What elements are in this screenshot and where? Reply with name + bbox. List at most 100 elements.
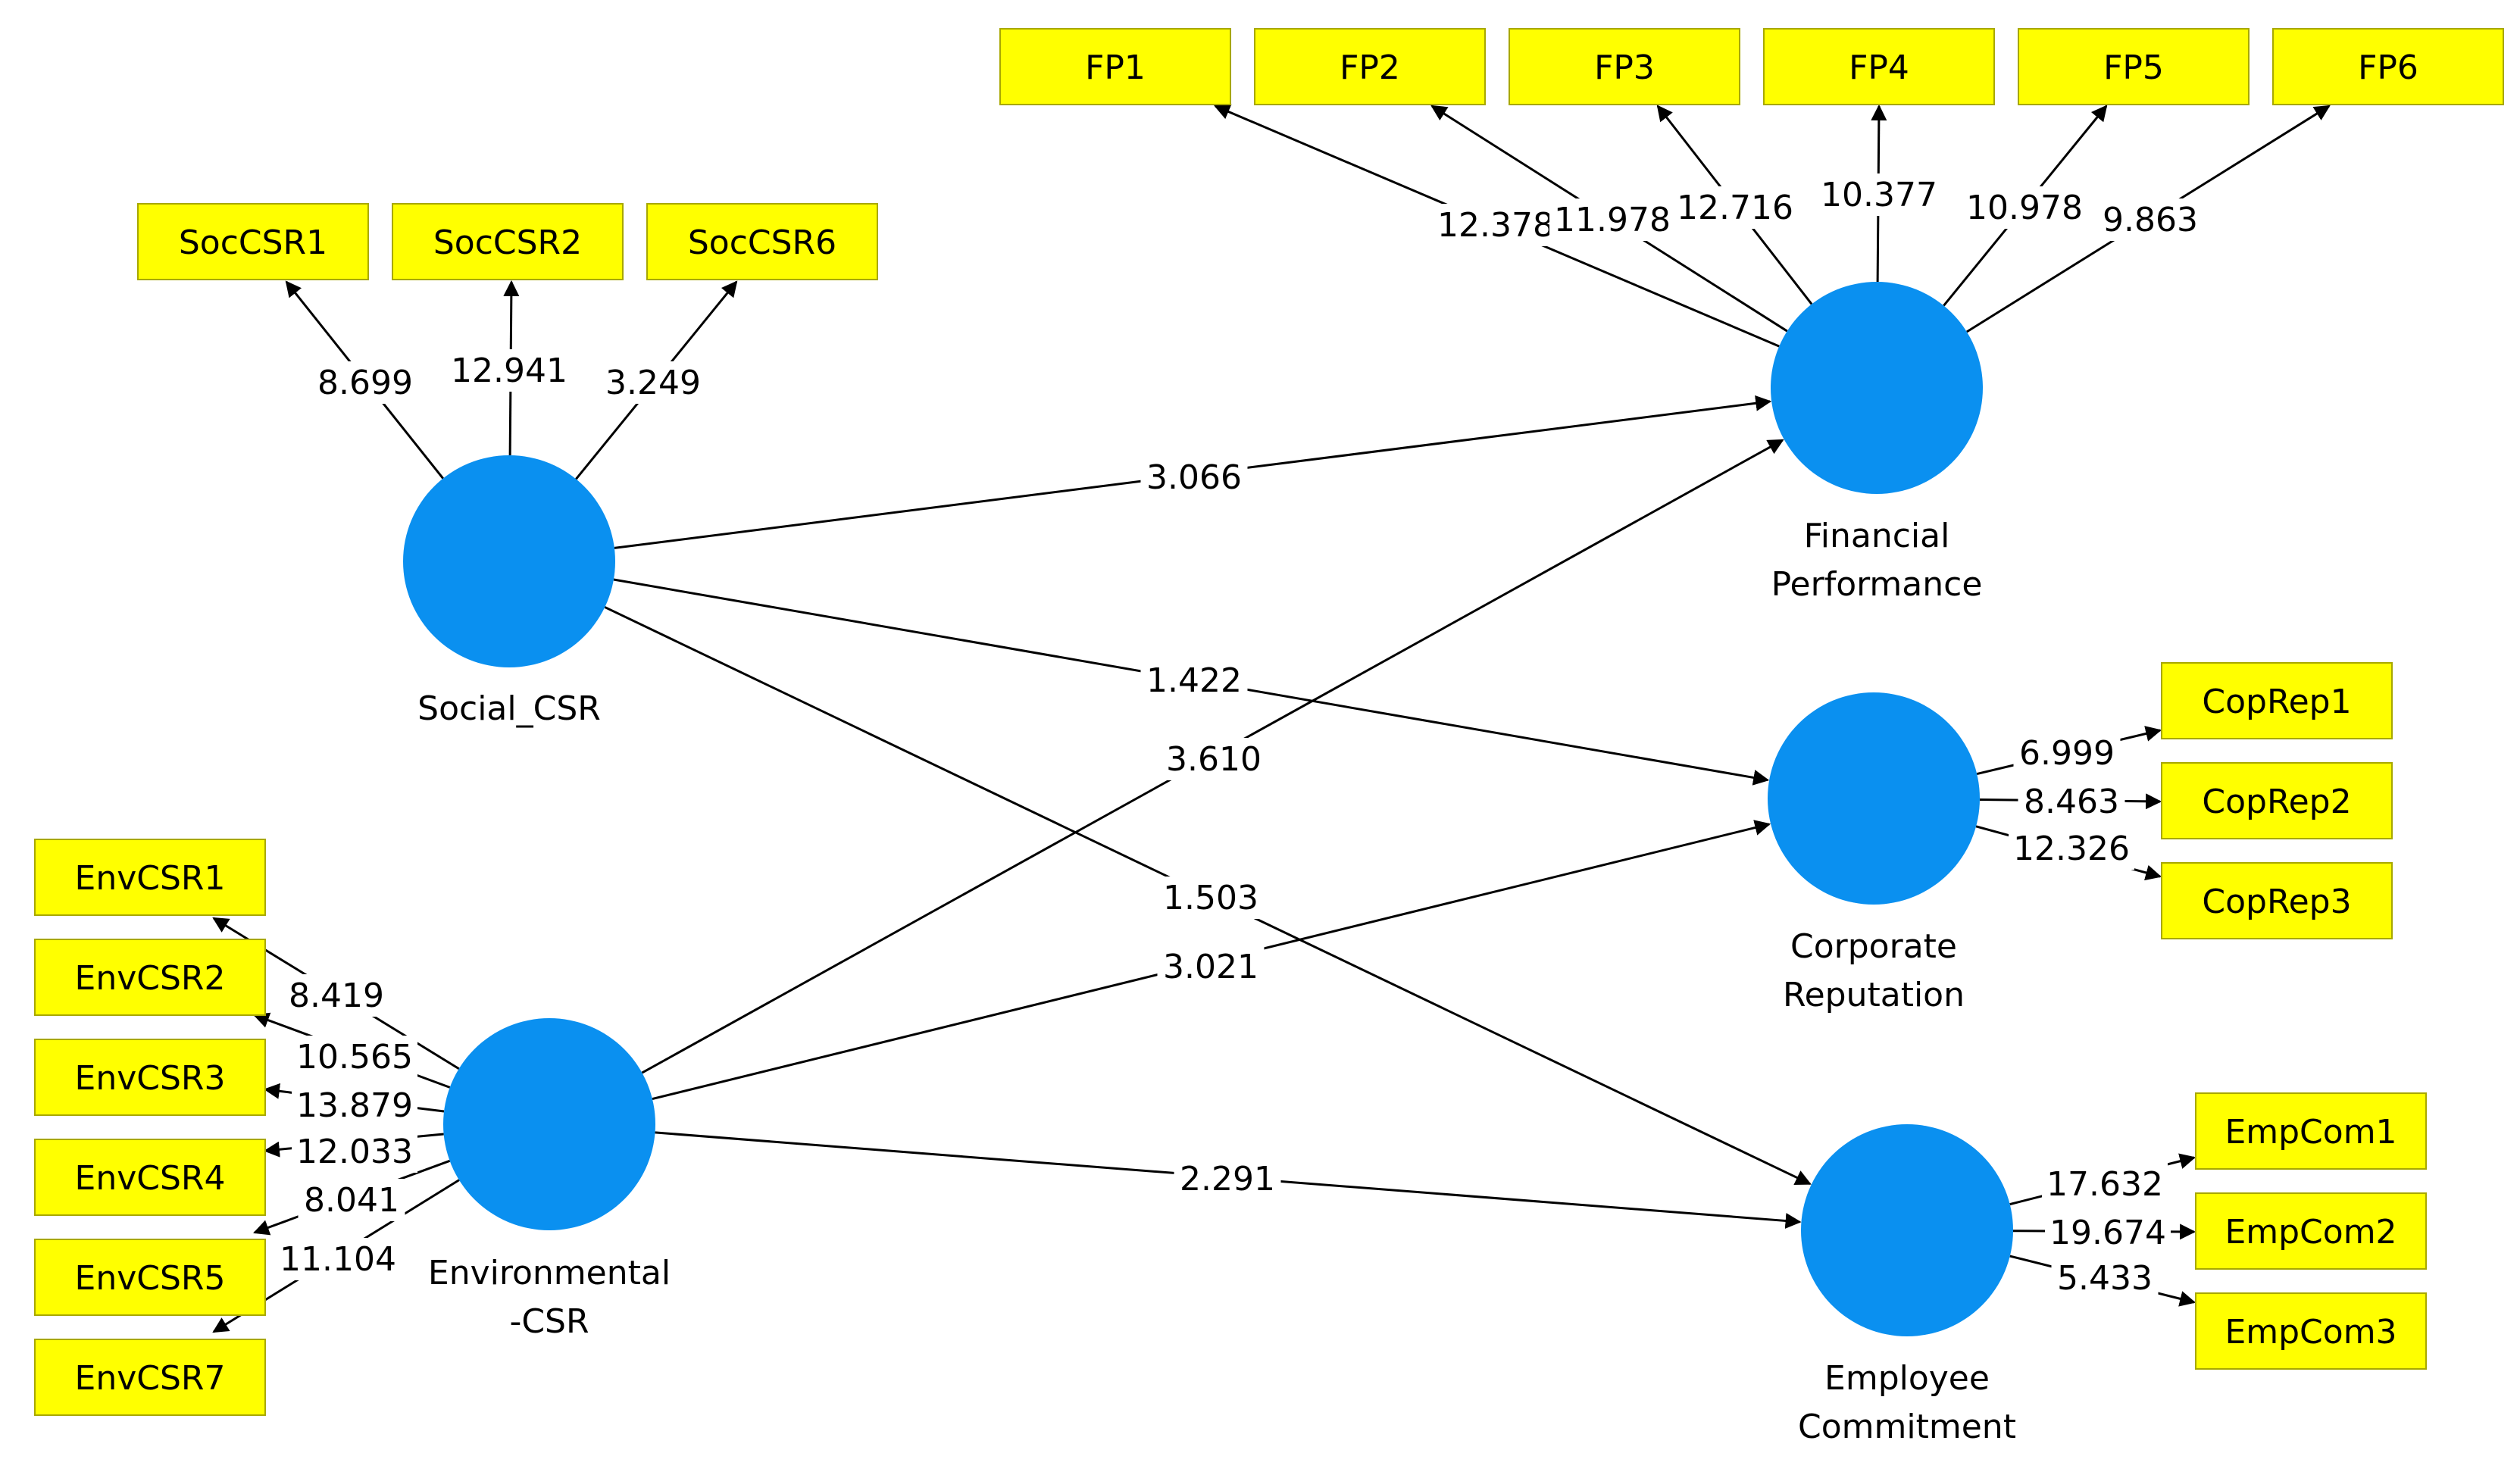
indicator-label: FP2 — [1340, 48, 1400, 87]
indicator-empcom2[interactable]: EmpCom2 — [2195, 1192, 2427, 1270]
indicator-box[interactable] — [1254, 28, 1486, 105]
indicator-box[interactable] — [2161, 862, 2393, 939]
indicator-box[interactable] — [999, 28, 1231, 105]
indicator-soccsr2[interactable]: SocCSR2 — [392, 203, 624, 280]
indicator-box[interactable] — [2195, 1292, 2427, 1370]
indicator-label: FP4 — [1849, 48, 1909, 87]
indicator-fp4[interactable]: FP4 — [1763, 28, 1995, 105]
loading-coef-fp5: 10.978 — [1962, 186, 2087, 229]
loading-coef-envcsr2-bg — [292, 1036, 417, 1078]
loading-coef-empcom1-bg — [2042, 1163, 2168, 1205]
loading-coef-soccsr2-bg — [446, 349, 572, 392]
loading-coef-envcsr7-text: 11.104 — [280, 1240, 396, 1279]
loading-coef-fp1-text: 12.378 — [1437, 206, 1554, 245]
indicator-fp5[interactable]: FP5 — [2018, 28, 2250, 105]
loading-coef-soccsr1-text: 8.699 — [317, 364, 413, 402]
loading-coef-envcsr5-text: 8.041 — [304, 1181, 399, 1220]
construct-circle[interactable] — [443, 1018, 655, 1230]
indicator-envcsr5[interactable]: EnvCSR5 — [34, 1239, 266, 1316]
indicator-label: FP6 — [2358, 48, 2418, 87]
construct-social[interactable]: Social_CSR — [403, 455, 615, 728]
path-coef-social-fin-bg — [1140, 456, 1248, 498]
indicator-box[interactable] — [2161, 762, 2393, 839]
loading-coef-fp3: 12.716 — [1672, 186, 1798, 229]
indicator-envcsr2[interactable]: EnvCSR2 — [34, 939, 266, 1016]
indicator-box[interactable] — [2195, 1192, 2427, 1270]
indicator-box[interactable] — [1509, 28, 1740, 105]
indicator-box[interactable] — [2018, 28, 2250, 105]
path-coef-social-fin: 3.066 — [1140, 456, 1248, 498]
construct-circle[interactable] — [1768, 692, 1980, 905]
indicator-box[interactable] — [34, 1339, 266, 1416]
loading-coef-fp6-text: 9.863 — [2103, 201, 2198, 239]
indicator-box[interactable] — [392, 203, 624, 280]
loading-coef-fp4: 10.377 — [1816, 173, 1942, 216]
indicator-box[interactable] — [34, 1039, 266, 1116]
construct-label: Employee — [1824, 1359, 1990, 1398]
indicator-box[interactable] — [646, 203, 878, 280]
indicator-label: EnvCSR3 — [75, 1059, 226, 1098]
indicator-label: CopRep1 — [2202, 683, 2351, 721]
indicator-box[interactable] — [1763, 28, 1995, 105]
indicator-soccsr6[interactable]: SocCSR6 — [646, 203, 878, 280]
indicator-coprep1[interactable]: CopRep1 — [2161, 662, 2393, 739]
loading-coef-envcsr1-bg — [283, 974, 390, 1017]
indicator-label: FP1 — [1085, 48, 1146, 87]
path-coef-env-emp-text: 2.291 — [1180, 1160, 1275, 1198]
construct-label: Reputation — [1783, 976, 1965, 1014]
loading-coef-coprep3-text: 12.326 — [2013, 830, 2130, 868]
indicator-box[interactable] — [2272, 28, 2504, 105]
loading-coef-soccsr2: 12.941 — [446, 349, 572, 392]
loading-coef-empcom1-text: 17.632 — [2046, 1165, 2163, 1204]
indicator-label: FP3 — [1594, 48, 1655, 87]
indicator-label: SocCSR6 — [688, 223, 836, 262]
indicator-box[interactable] — [137, 203, 369, 280]
indicator-box[interactable] — [34, 939, 266, 1016]
indicator-empcom1[interactable]: EmpCom1 — [2195, 1092, 2427, 1170]
indicator-envcsr4[interactable]: EnvCSR4 — [34, 1139, 266, 1216]
loading-coef-envcsr2: 10.565 — [292, 1036, 417, 1078]
indicator-box[interactable] — [34, 839, 266, 916]
indicator-label: SocCSR2 — [433, 223, 582, 262]
indicator-box[interactable] — [34, 1239, 266, 1316]
indicator-envcsr7[interactable]: EnvCSR7 — [34, 1339, 266, 1416]
indicator-box[interactable] — [2195, 1092, 2427, 1170]
construct-circle[interactable] — [1801, 1124, 2013, 1336]
loading-coef-empcom2-text: 19.674 — [2049, 1214, 2166, 1252]
loading-coef-fp1: 12.378 — [1433, 204, 1559, 246]
construct-circle[interactable] — [1771, 282, 1983, 494]
indicator-envcsr1[interactable]: EnvCSR1 — [34, 839, 266, 916]
loading-coef-envcsr1: 8.419 — [283, 974, 390, 1017]
loading-coef-soccsr1-bg — [311, 361, 419, 404]
indicator-envcsr3[interactable]: EnvCSR3 — [34, 1039, 266, 1116]
indicator-coprep2[interactable]: CopRep2 — [2161, 762, 2393, 839]
indicator-fp1[interactable]: FP1 — [999, 28, 1231, 105]
loading-coef-fp1-bg — [1433, 204, 1559, 246]
construct-label: Environmental — [428, 1254, 671, 1292]
indicator-fp3[interactable]: FP3 — [1509, 28, 1740, 105]
indicator-coprep3[interactable]: CopRep3 — [2161, 862, 2393, 939]
indicator-fp6[interactable]: FP6 — [2272, 28, 2504, 105]
loading-coef-coprep1-bg — [2013, 732, 2121, 774]
indicator-fp2[interactable]: FP2 — [1254, 28, 1486, 105]
indicator-label: EmpCom2 — [2225, 1213, 2397, 1252]
loading-coef-envcsr7-bg — [275, 1238, 401, 1280]
indicator-soccsr1[interactable]: SocCSR1 — [137, 203, 369, 280]
loading-coef-fp3-text: 12.716 — [1677, 189, 1793, 227]
loading-coef-envcsr4: 12.033 — [292, 1130, 417, 1173]
loading-coef-empcom3: 5.433 — [2051, 1257, 2159, 1299]
construct-env[interactable]: Environmental-CSR — [428, 1018, 671, 1341]
construct-circle[interactable] — [403, 455, 615, 667]
loading-coef-empcom1: 17.632 — [2042, 1163, 2168, 1205]
loading-coef-fp5-bg — [1962, 186, 2087, 229]
path-coef-social-rep-bg — [1140, 659, 1248, 702]
indicator-box[interactable] — [34, 1139, 266, 1216]
loading-coef-fp4-bg — [1816, 173, 1942, 216]
indicator-empcom3[interactable]: EmpCom3 — [2195, 1292, 2427, 1370]
indicator-box[interactable] — [2161, 662, 2393, 739]
indicator-label: EmpCom3 — [2225, 1313, 2397, 1352]
path-coef-env-rep-text: 3.021 — [1163, 948, 1258, 986]
